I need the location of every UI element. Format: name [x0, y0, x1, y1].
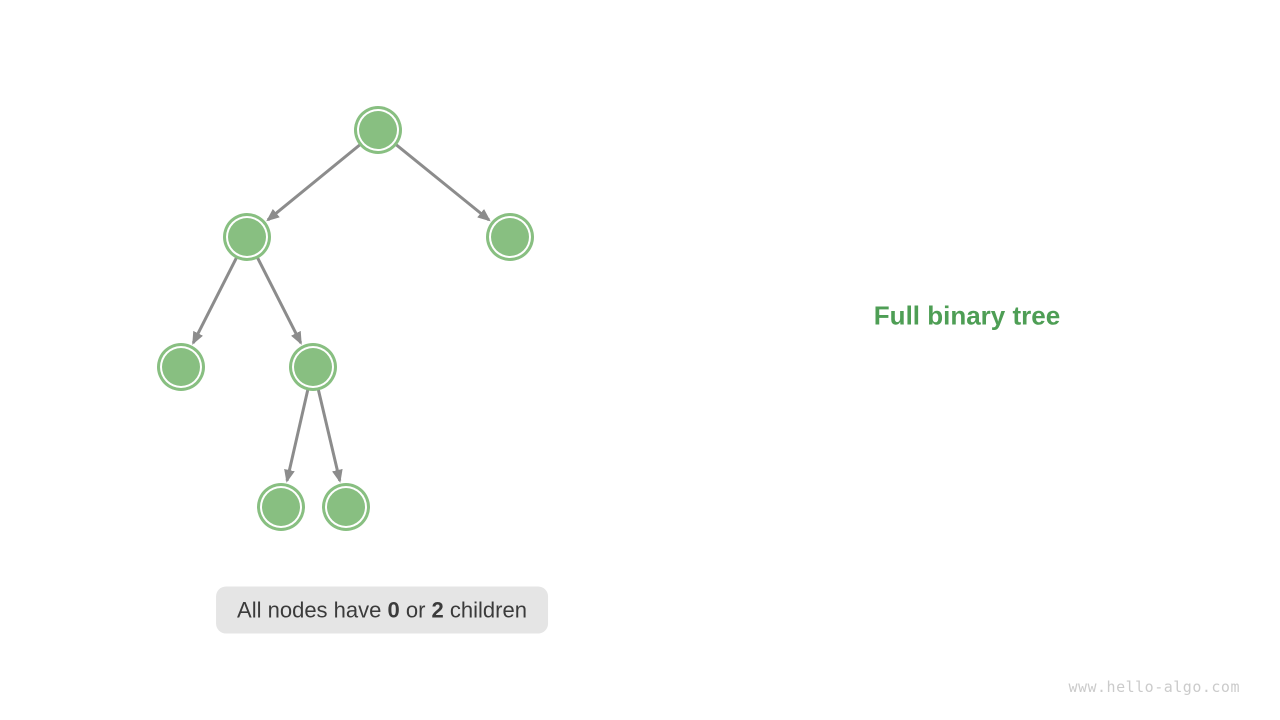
- caption-segment-bold: 2: [431, 597, 444, 623]
- caption-segment: children: [443, 597, 527, 623]
- tree-node-LRL: [257, 483, 305, 531]
- caption-box: All nodes have 0 or 2 children: [216, 586, 548, 634]
- caption-segment: or: [399, 597, 432, 623]
- binary-tree-diagram: [157, 106, 534, 531]
- figure-title: Full binary tree: [873, 300, 1061, 331]
- caption-segment-bold: 0: [387, 597, 400, 623]
- caption-segment: All nodes have: [237, 597, 388, 623]
- tree-node-R: [486, 213, 534, 261]
- watermark-text: www.hello-algo.com: [1068, 678, 1240, 696]
- tree-node-L: [223, 213, 271, 261]
- tree-node-root: [354, 106, 402, 154]
- tree-node-LL: [157, 343, 205, 391]
- tree-node-LRR: [322, 483, 370, 531]
- tree-node-LR: [289, 343, 337, 391]
